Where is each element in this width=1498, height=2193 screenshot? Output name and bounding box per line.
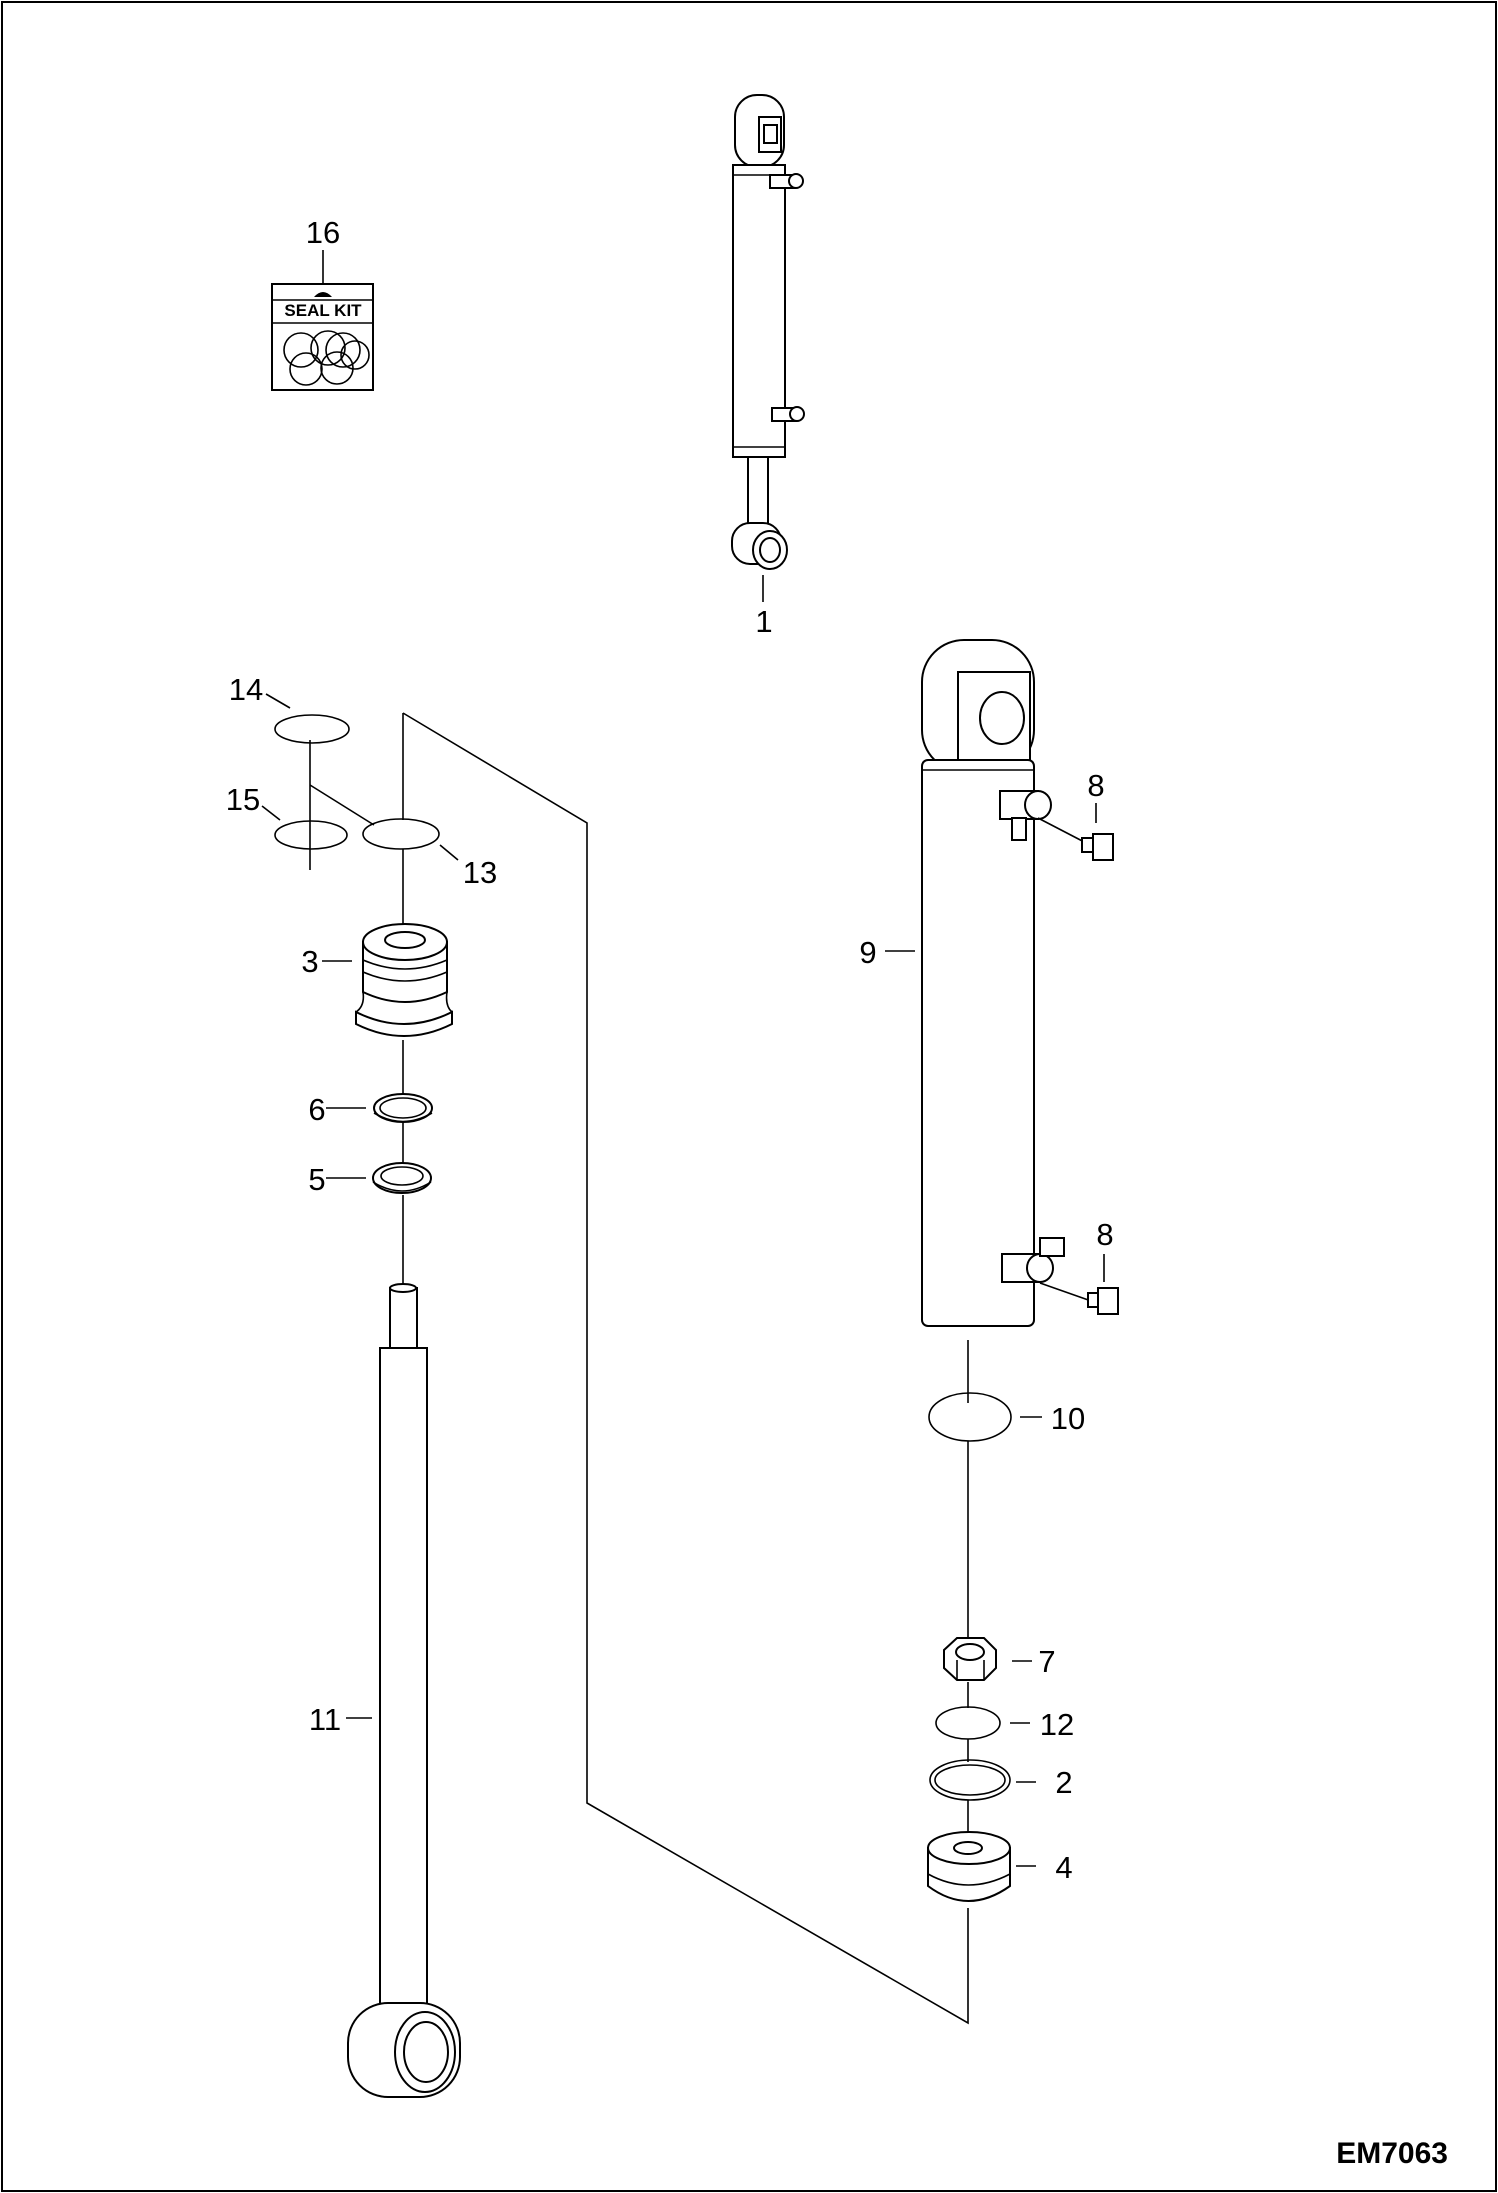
piston-rod xyxy=(347,1283,461,2098)
seal-kit: SEAL KIT xyxy=(271,250,374,391)
callout-15: 15 xyxy=(226,782,260,817)
callout-11: 11 xyxy=(309,1702,341,1737)
callout-7: 7 xyxy=(1038,1644,1055,1679)
seal-kit-label: SEAL KIT xyxy=(284,301,362,320)
seal-rings-icon xyxy=(283,330,370,386)
callout-1: 1 xyxy=(755,604,772,639)
port-plug-upper xyxy=(1037,817,1114,861)
cylinder-assembly xyxy=(731,94,805,602)
callout-13: 13 xyxy=(463,855,497,890)
figure-code: EM7063 xyxy=(1336,2137,1448,2170)
callout-6: 6 xyxy=(308,1092,325,1127)
callout-8-upper: 8 xyxy=(1087,768,1104,803)
callout-12: 12 xyxy=(1040,1707,1074,1742)
callout-10: 10 xyxy=(1051,1401,1085,1436)
o-ring-15 xyxy=(274,820,348,850)
cylinder-barrel xyxy=(921,639,1065,1327)
callout-5: 5 xyxy=(308,1162,325,1197)
callout-3: 3 xyxy=(301,944,318,979)
callout-8-lower: 8 xyxy=(1096,1217,1113,1252)
callout-9: 9 xyxy=(859,935,876,970)
callout-4: 4 xyxy=(1055,1850,1072,1885)
o-ring-14 xyxy=(274,714,350,744)
seal-ring-2 xyxy=(929,1759,1011,1801)
piston xyxy=(927,1831,1011,1902)
seal-kit-hanger-icon xyxy=(314,292,332,297)
seal-ring-2-inner xyxy=(934,1764,1006,1796)
gland-head xyxy=(355,923,453,1037)
rod-seal xyxy=(372,1162,432,1194)
port-plug-lower xyxy=(1039,1282,1119,1315)
leader-13 xyxy=(309,784,375,826)
callout-14: 14 xyxy=(229,672,263,707)
o-ring-10 xyxy=(928,1392,1012,1442)
callout-16: 16 xyxy=(306,215,340,250)
callout-leaders xyxy=(261,693,1105,1867)
callout-2: 2 xyxy=(1055,1765,1072,1800)
wiper-seal xyxy=(373,1093,433,1123)
o-ring-12 xyxy=(935,1706,1001,1740)
assembly-path-line xyxy=(402,712,969,2025)
piston-nut xyxy=(943,1637,997,1681)
o-ring-13 xyxy=(362,818,440,850)
